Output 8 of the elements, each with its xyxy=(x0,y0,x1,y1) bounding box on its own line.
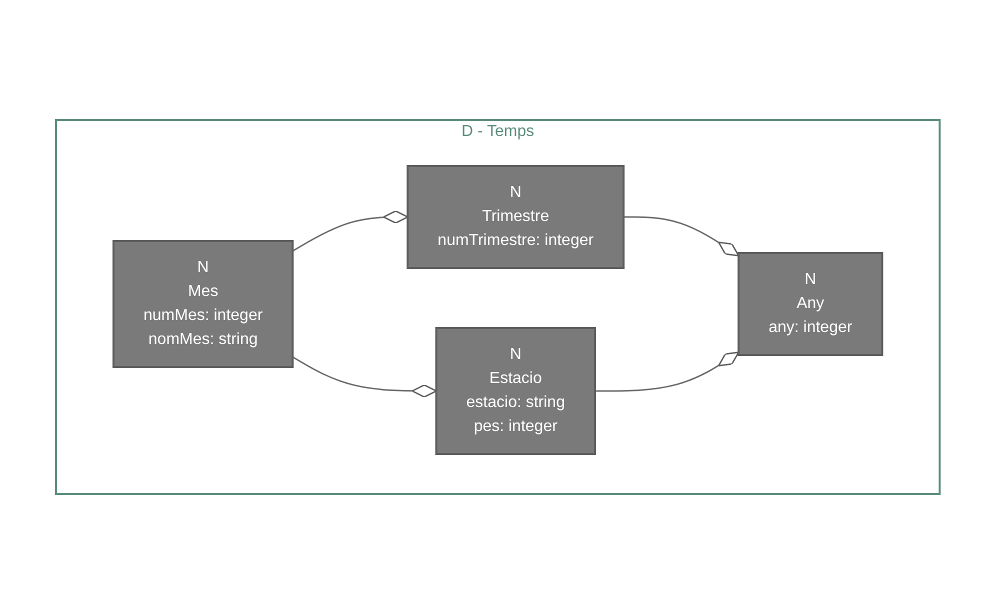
connector xyxy=(594,352,739,392)
node-box: N Trimestre numTrimestre: integer xyxy=(406,165,624,269)
node-box: N Estacio estacio: string pes: integer xyxy=(434,327,596,455)
node-box: N Mes numMes: integer nomMes: string xyxy=(112,240,294,368)
connector xyxy=(292,210,408,252)
node-box: N Any any: integer xyxy=(737,252,883,356)
connector xyxy=(623,216,739,256)
connector xyxy=(292,356,437,398)
